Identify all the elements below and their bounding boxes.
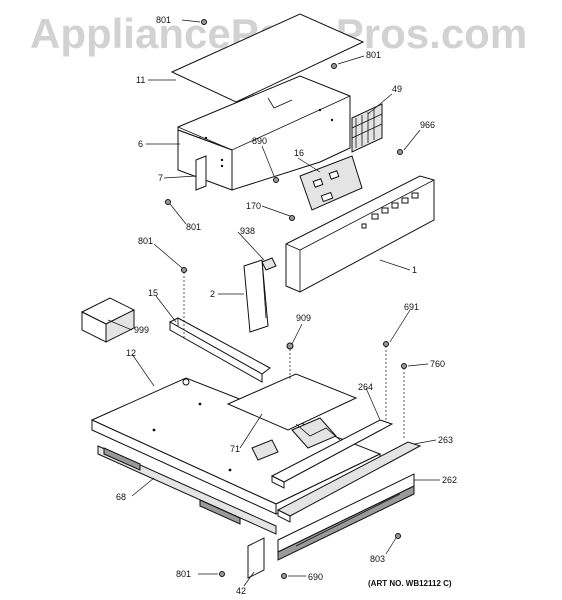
label-16: 16	[294, 148, 304, 158]
label-262: 262	[442, 475, 457, 485]
label-263: 263	[438, 435, 453, 445]
part-2-side-trim	[243, 259, 269, 333]
label-691: 691	[404, 302, 419, 312]
leader-lines	[107, 19, 440, 587]
part-263-trim-strip	[276, 441, 422, 523]
label-999: 999	[134, 325, 149, 335]
part-938-switch	[261, 257, 277, 271]
part-labels: 801 11 801 49 966 6 890 16 7 801 170 801…	[116, 15, 457, 596]
label-909: 909	[296, 313, 311, 323]
label-690: 690	[308, 572, 323, 582]
screws	[165, 19, 407, 579]
part-6-wrapper	[177, 75, 351, 191]
label-801-mid: 801	[138, 236, 153, 246]
label-71: 71	[230, 444, 240, 454]
label-6: 6	[138, 139, 143, 149]
part-15-channel	[168, 317, 271, 383]
label-42: 42	[236, 586, 246, 596]
part-262-vent-trim	[277, 473, 415, 561]
label-1: 1	[412, 265, 417, 275]
part-11-top-panel	[170, 13, 365, 103]
label-966: 966	[420, 120, 435, 130]
label-801-left: 801	[186, 222, 201, 232]
part-71-insulation	[226, 373, 358, 431]
label-7: 7	[158, 173, 163, 183]
label-68: 68	[116, 492, 126, 502]
label-801-bottom: 801	[176, 569, 191, 579]
label-938: 938	[240, 226, 255, 236]
label-170: 170	[246, 201, 261, 211]
part-1-control-panel	[285, 175, 435, 293]
part-999-kit-box	[80, 297, 136, 343]
label-264: 264	[358, 382, 373, 392]
art-number: (ART NO. WB12112 C)	[368, 579, 452, 588]
part-42-bracket	[247, 537, 265, 579]
label-15: 15	[148, 288, 158, 298]
label-801-right: 801	[366, 50, 381, 60]
label-11: 11	[136, 75, 145, 85]
part-264-front-rail	[270, 419, 394, 489]
label-803: 803	[370, 554, 385, 564]
label-49: 49	[392, 84, 402, 94]
screw-shafts	[183, 272, 405, 440]
label-12: 12	[126, 348, 136, 358]
part-68-bottom-insulation	[97, 445, 277, 535]
chassis-wiring	[251, 417, 341, 461]
label-801-top: 801	[156, 15, 171, 25]
label-890: 890	[252, 136, 267, 146]
part-49-vent-screen	[351, 103, 383, 153]
part-7-bracket	[195, 155, 207, 191]
label-2: 2	[210, 289, 215, 299]
part-16-control-board	[299, 155, 363, 211]
label-760: 760	[430, 359, 445, 369]
